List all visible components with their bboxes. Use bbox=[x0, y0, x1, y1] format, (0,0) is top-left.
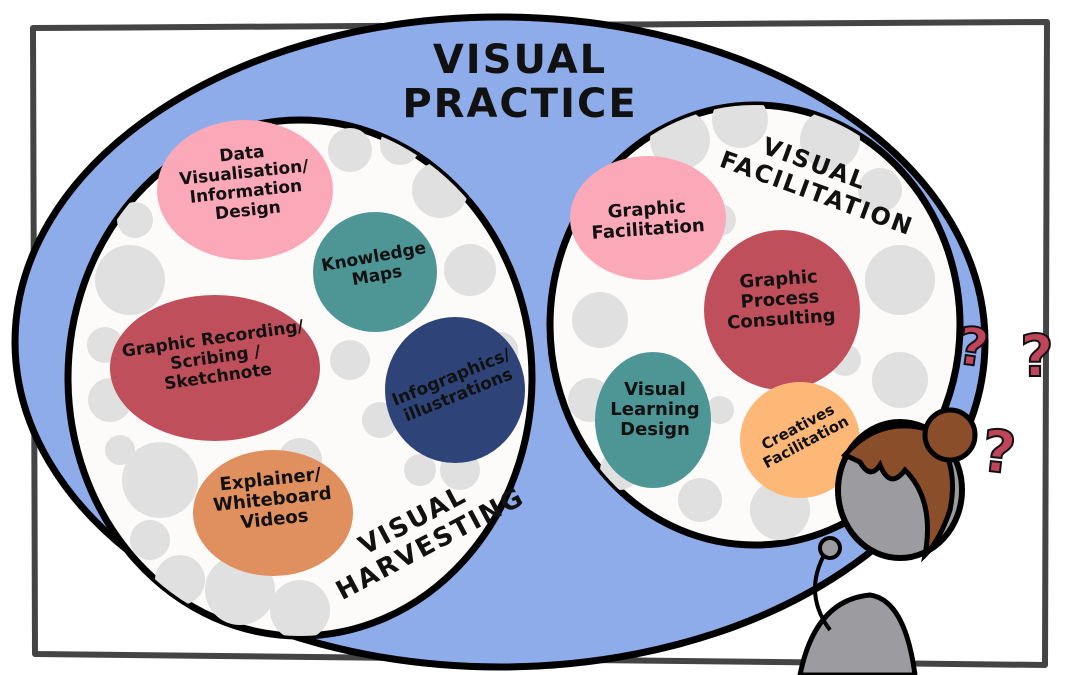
question-mark-icon: ? bbox=[978, 415, 1021, 488]
blob-graphic-process-consulting bbox=[704, 230, 860, 390]
item-data-visualisation: Data Visualisation/ Information Design bbox=[178, 141, 310, 225]
hair-bun bbox=[922, 407, 978, 463]
item-visual-learning-design: Visual Learning Design bbox=[610, 379, 700, 441]
body bbox=[797, 592, 918, 675]
question-mark-icon: ? bbox=[1019, 321, 1055, 391]
blob-graphic-facilitation bbox=[570, 156, 726, 280]
blob-visual-learning-design bbox=[595, 352, 711, 488]
blob-creatives-facilitation bbox=[740, 382, 860, 498]
title-visual-practice: VISUAL PRACTICE bbox=[402, 37, 638, 127]
blob-knowledge-maps bbox=[313, 212, 437, 332]
item-graphic-process-consulting: Graphic Process Consulting bbox=[726, 266, 837, 335]
blob-graphic-recording bbox=[110, 295, 320, 441]
bubble-pattern-right bbox=[568, 105, 935, 540]
blob-explainer-videos bbox=[193, 450, 353, 576]
blob-data-visualisation bbox=[157, 120, 333, 260]
thinking-person-figure bbox=[797, 407, 978, 675]
blob-infographics bbox=[385, 317, 525, 463]
